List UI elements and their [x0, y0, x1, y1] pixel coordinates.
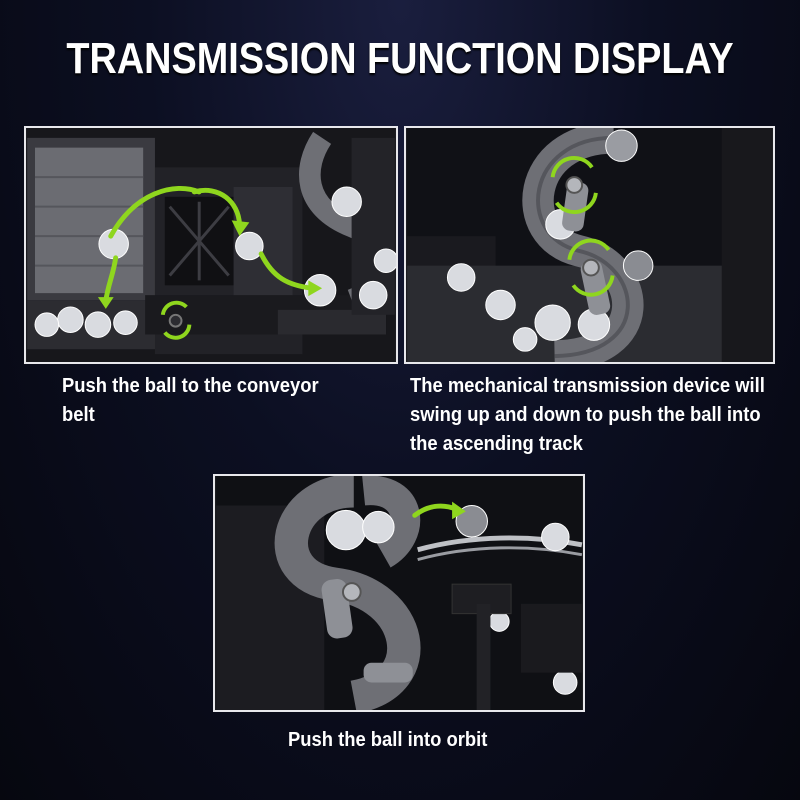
image-panel-conveyor — [24, 126, 398, 364]
curved-arrow-icon — [412, 501, 466, 520]
rotation-indicator-icon — [160, 300, 192, 340]
caption-swing-device: The mechanical transmission device will … — [410, 375, 765, 455]
caption-conveyor: Push the ball to the conveyor belt — [62, 375, 319, 426]
image-panel-orbit — [213, 474, 585, 712]
swing-device-photo — [407, 128, 772, 362]
orbit-photo — [216, 476, 583, 710]
image-panel-swing-device — [404, 126, 775, 364]
caption-orbit: Push the ball into orbit — [288, 729, 488, 751]
page-title: TRANSMISSION FUNCTION DISPLAY — [66, 34, 734, 83]
conveyor-photo — [27, 128, 396, 362]
curved-arrow-icon — [103, 186, 315, 304]
rotation-indicator-icon — [550, 156, 615, 297]
